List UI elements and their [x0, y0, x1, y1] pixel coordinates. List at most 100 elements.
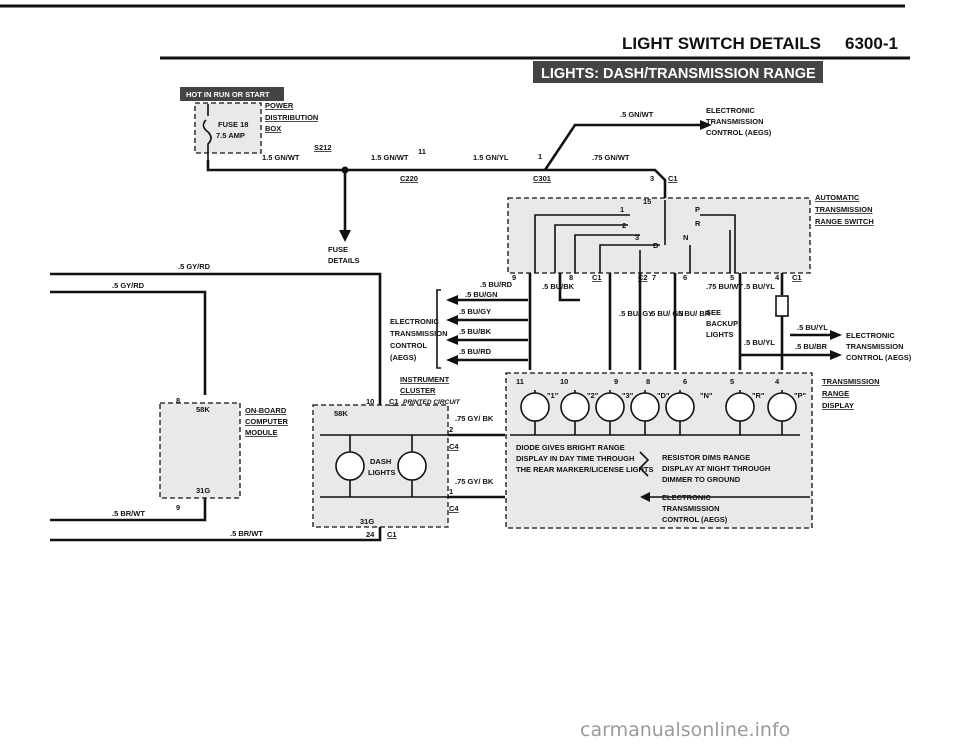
wl-br-wt-b: .5 BR/WT: [230, 529, 263, 538]
range-letter-1: "1": [547, 391, 559, 400]
resistor-note-2: DISPLAY AT NIGHT THROUGH: [662, 464, 770, 473]
wl-gy-bk-b: .75 GY/ BK: [455, 477, 494, 486]
sw-pin-8: 8: [569, 273, 573, 282]
fuse-name: FUSE 18: [218, 120, 248, 129]
sw-c1: C1: [592, 273, 602, 282]
aegs-left-brace: [436, 289, 441, 369]
diode-note-2: DISPLAY IN DAY TIME THROUGH: [516, 454, 634, 463]
dash-lights-line2: LIGHTS: [368, 468, 396, 477]
aegs-inner-1: ELECTRONIC: [662, 493, 711, 502]
diode-note-1: DIODE GIVES BRIGHT RANGE: [516, 443, 625, 452]
pin-1: 1: [538, 152, 542, 161]
wl-bu-yl-a: .5 BU/YL: [744, 282, 775, 291]
aegs-right-line1: ELECTRONIC: [846, 331, 895, 340]
wl-bu-yl-b: .5 BU/YL: [797, 323, 828, 332]
wire-label-gn-wt-15b: 1.5 GN/WT: [371, 153, 409, 162]
aegs-top-line3: CONTROL (AEGS): [706, 128, 772, 137]
aegs-left-line1: ELECTRONIC: [390, 317, 439, 326]
wire-label-gn-wt-75: .75 GN/WT: [592, 153, 630, 162]
sw-pin-9: 9: [512, 273, 516, 282]
printed-circuit: PRINTED CIRCUIT: [403, 399, 461, 406]
power-box-line2: DISTRIBUTION: [265, 113, 318, 122]
range-letter-d: "D": [657, 391, 670, 400]
rd-aegs-arrow: [640, 492, 650, 502]
wire-label-gn-yl-15: 1.5 GN/YL: [473, 153, 509, 162]
computer-line2: COMPUTER: [245, 417, 289, 426]
connector-c301: C301: [533, 174, 551, 183]
range-display-line1: TRANSMISSION: [822, 377, 880, 386]
ic-pin-24: 24: [366, 530, 375, 539]
section-banner-bg: [533, 61, 823, 83]
wl-gy-rd-b: .5 GY/RD: [112, 281, 145, 290]
switch-output-wires: [528, 273, 784, 370]
sw-pin-6: 6: [683, 273, 687, 282]
dash-light-left: [335, 451, 365, 481]
wl-bu-br: .5 BU/BR: [795, 342, 828, 351]
range-switch: 1 15 2 3 D N R P: [507, 197, 811, 274]
range-letter-3: "3": [622, 391, 634, 400]
wire-label-gn-wt-15: 1.5 GN/WT: [262, 153, 300, 162]
rd-pin-5: 5: [730, 377, 734, 386]
c4-b: C4: [449, 504, 459, 513]
dash-lights-line1: DASH: [370, 457, 391, 466]
rd-pin-10: 10: [560, 377, 568, 386]
rd-pin-4: 4: [775, 377, 780, 386]
ic-pin-10: 10: [366, 397, 374, 406]
diode-note-3: THE REAR MARKER/LICENSE LIGHTS: [516, 465, 654, 474]
wl-gy-bk-a: .75 GY/ BK: [455, 414, 494, 423]
ic-c1: C1: [389, 397, 399, 406]
wl-bu-yl-c: .5 BU/YL: [744, 338, 775, 347]
watermark: carmanualsonline.info: [580, 719, 790, 741]
pin-11: 11: [418, 147, 426, 156]
fuse-details-line1: FUSE: [328, 245, 348, 254]
sw-pin-7: 7: [652, 273, 656, 282]
range-display: 11 10 9 8 6 5 4 "1" "2" "3" "D" "N" "R" …: [505, 372, 813, 529]
aegs-arrow-2: [446, 315, 458, 325]
power-box-line1: POWER: [265, 101, 294, 110]
fuse-rating: 7.5 AMP: [216, 131, 245, 140]
wire-label-gn-wt-5: .5 GN/WT: [620, 110, 654, 119]
hot-label-bg: [180, 87, 284, 101]
dash-light-right: [397, 451, 427, 481]
aegs-left-line4: (AEGS): [390, 353, 417, 362]
fuse-symbol: [202, 104, 212, 160]
wl-bu-bk: .5 BU/BK: [542, 282, 575, 291]
range-bulb-1: [520, 392, 550, 422]
range-letter-r: "R": [752, 391, 765, 400]
aegs-left-line2: TRANSMISSION: [390, 329, 448, 338]
range-bulb-3: [595, 392, 625, 422]
computer-line1: ON-BOARD: [245, 406, 287, 415]
ic-pin-31g: 31G: [360, 517, 374, 526]
connector-c220: C220: [400, 174, 418, 183]
pos-3: 3: [635, 233, 639, 242]
on-board-computer: 58K 31G: [159, 402, 241, 499]
range-letter-n: "N": [700, 391, 713, 400]
pos-15: 15: [643, 197, 651, 206]
range-bulb-n: [665, 392, 695, 422]
range-display-line2: RANGE: [822, 389, 849, 398]
wl-bu-gn: .5 BU/GN: [465, 290, 498, 299]
power-distribution-box: FUSE 18 7.5 AMP POWER DISTRIBUTION BOX: [194, 101, 318, 160]
aegs-right-line3: CONTROL (AEGS): [846, 353, 912, 362]
arrow-aegs-top: [700, 120, 712, 130]
pos-p: P: [695, 205, 700, 214]
resistor-symbol: [638, 451, 650, 477]
pin-1b: 1: [449, 487, 453, 496]
wl-bu-rd2: .5 BU/RD: [459, 347, 492, 356]
rd-pin-8: 8: [646, 377, 650, 386]
c4-a: C4: [449, 442, 459, 451]
obc-pin-8: 8: [176, 396, 180, 405]
feed-wire: [206, 160, 667, 200]
wl-bu-gn2: .5 BU/ GN: [649, 309, 684, 318]
aegs-arrow-4: [446, 355, 458, 365]
aegs-right-arrow-2: [830, 350, 842, 360]
range-letter-2: "2": [587, 391, 599, 400]
fuse-details-arrow: [339, 230, 351, 242]
sw-pin-5: 5: [730, 273, 734, 282]
aegs-right-wires: [740, 333, 830, 357]
aegs-inner-2: TRANSMISSION: [662, 504, 720, 513]
wl-bu-bk2: .5 BU/BK: [459, 327, 492, 336]
instrument-cluster: DASH LIGHTS 58K 31G: [312, 404, 449, 528]
obc-pin-31g: 31G: [196, 486, 210, 495]
